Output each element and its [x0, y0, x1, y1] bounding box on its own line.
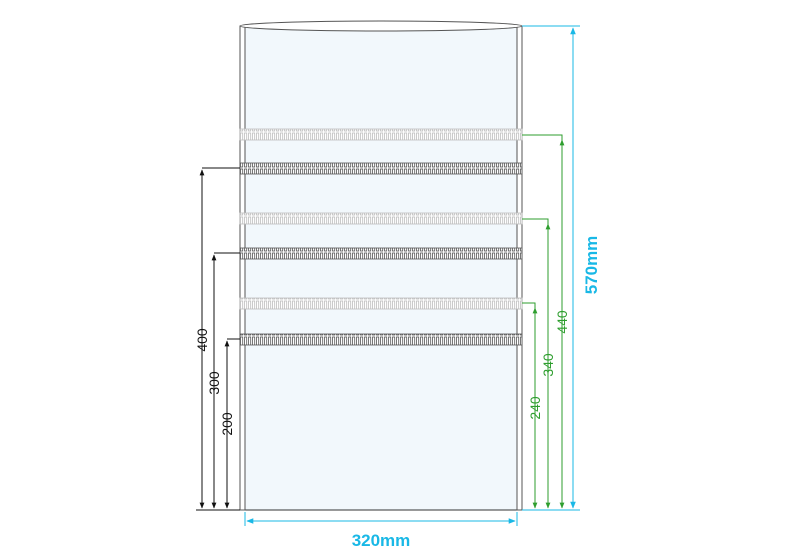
left-dimension-label-2: 300	[206, 371, 222, 395]
zipper-strip	[239, 128, 523, 141]
right-side-seal	[516, 25, 523, 511]
zipper-strip	[239, 297, 523, 310]
right-dimension-label-2: 340	[540, 353, 556, 377]
left-dimension-label-3: 200	[219, 412, 235, 436]
left-dimension-label-1: 400	[194, 328, 210, 352]
bag-top-opening	[239, 20, 523, 32]
bag-body	[239, 20, 523, 511]
right-dimensions: 440 340 240	[522, 134, 570, 509]
height-dimension: 570mm	[522, 25, 601, 511]
left-dimensions: 400 300 200	[194, 167, 240, 511]
zipper-strip	[239, 333, 523, 346]
zipper-strip	[239, 247, 523, 260]
left-side-seal	[239, 25, 246, 511]
zipper-strip	[239, 212, 523, 225]
right-dimension-label-3: 240	[527, 396, 543, 420]
width-dimension: 320mm	[244, 512, 518, 550]
zipper-strip	[239, 162, 523, 175]
height-label: 570mm	[582, 236, 601, 295]
right-dimension-label-1: 440	[554, 310, 570, 334]
width-label: 320mm	[352, 531, 411, 550]
